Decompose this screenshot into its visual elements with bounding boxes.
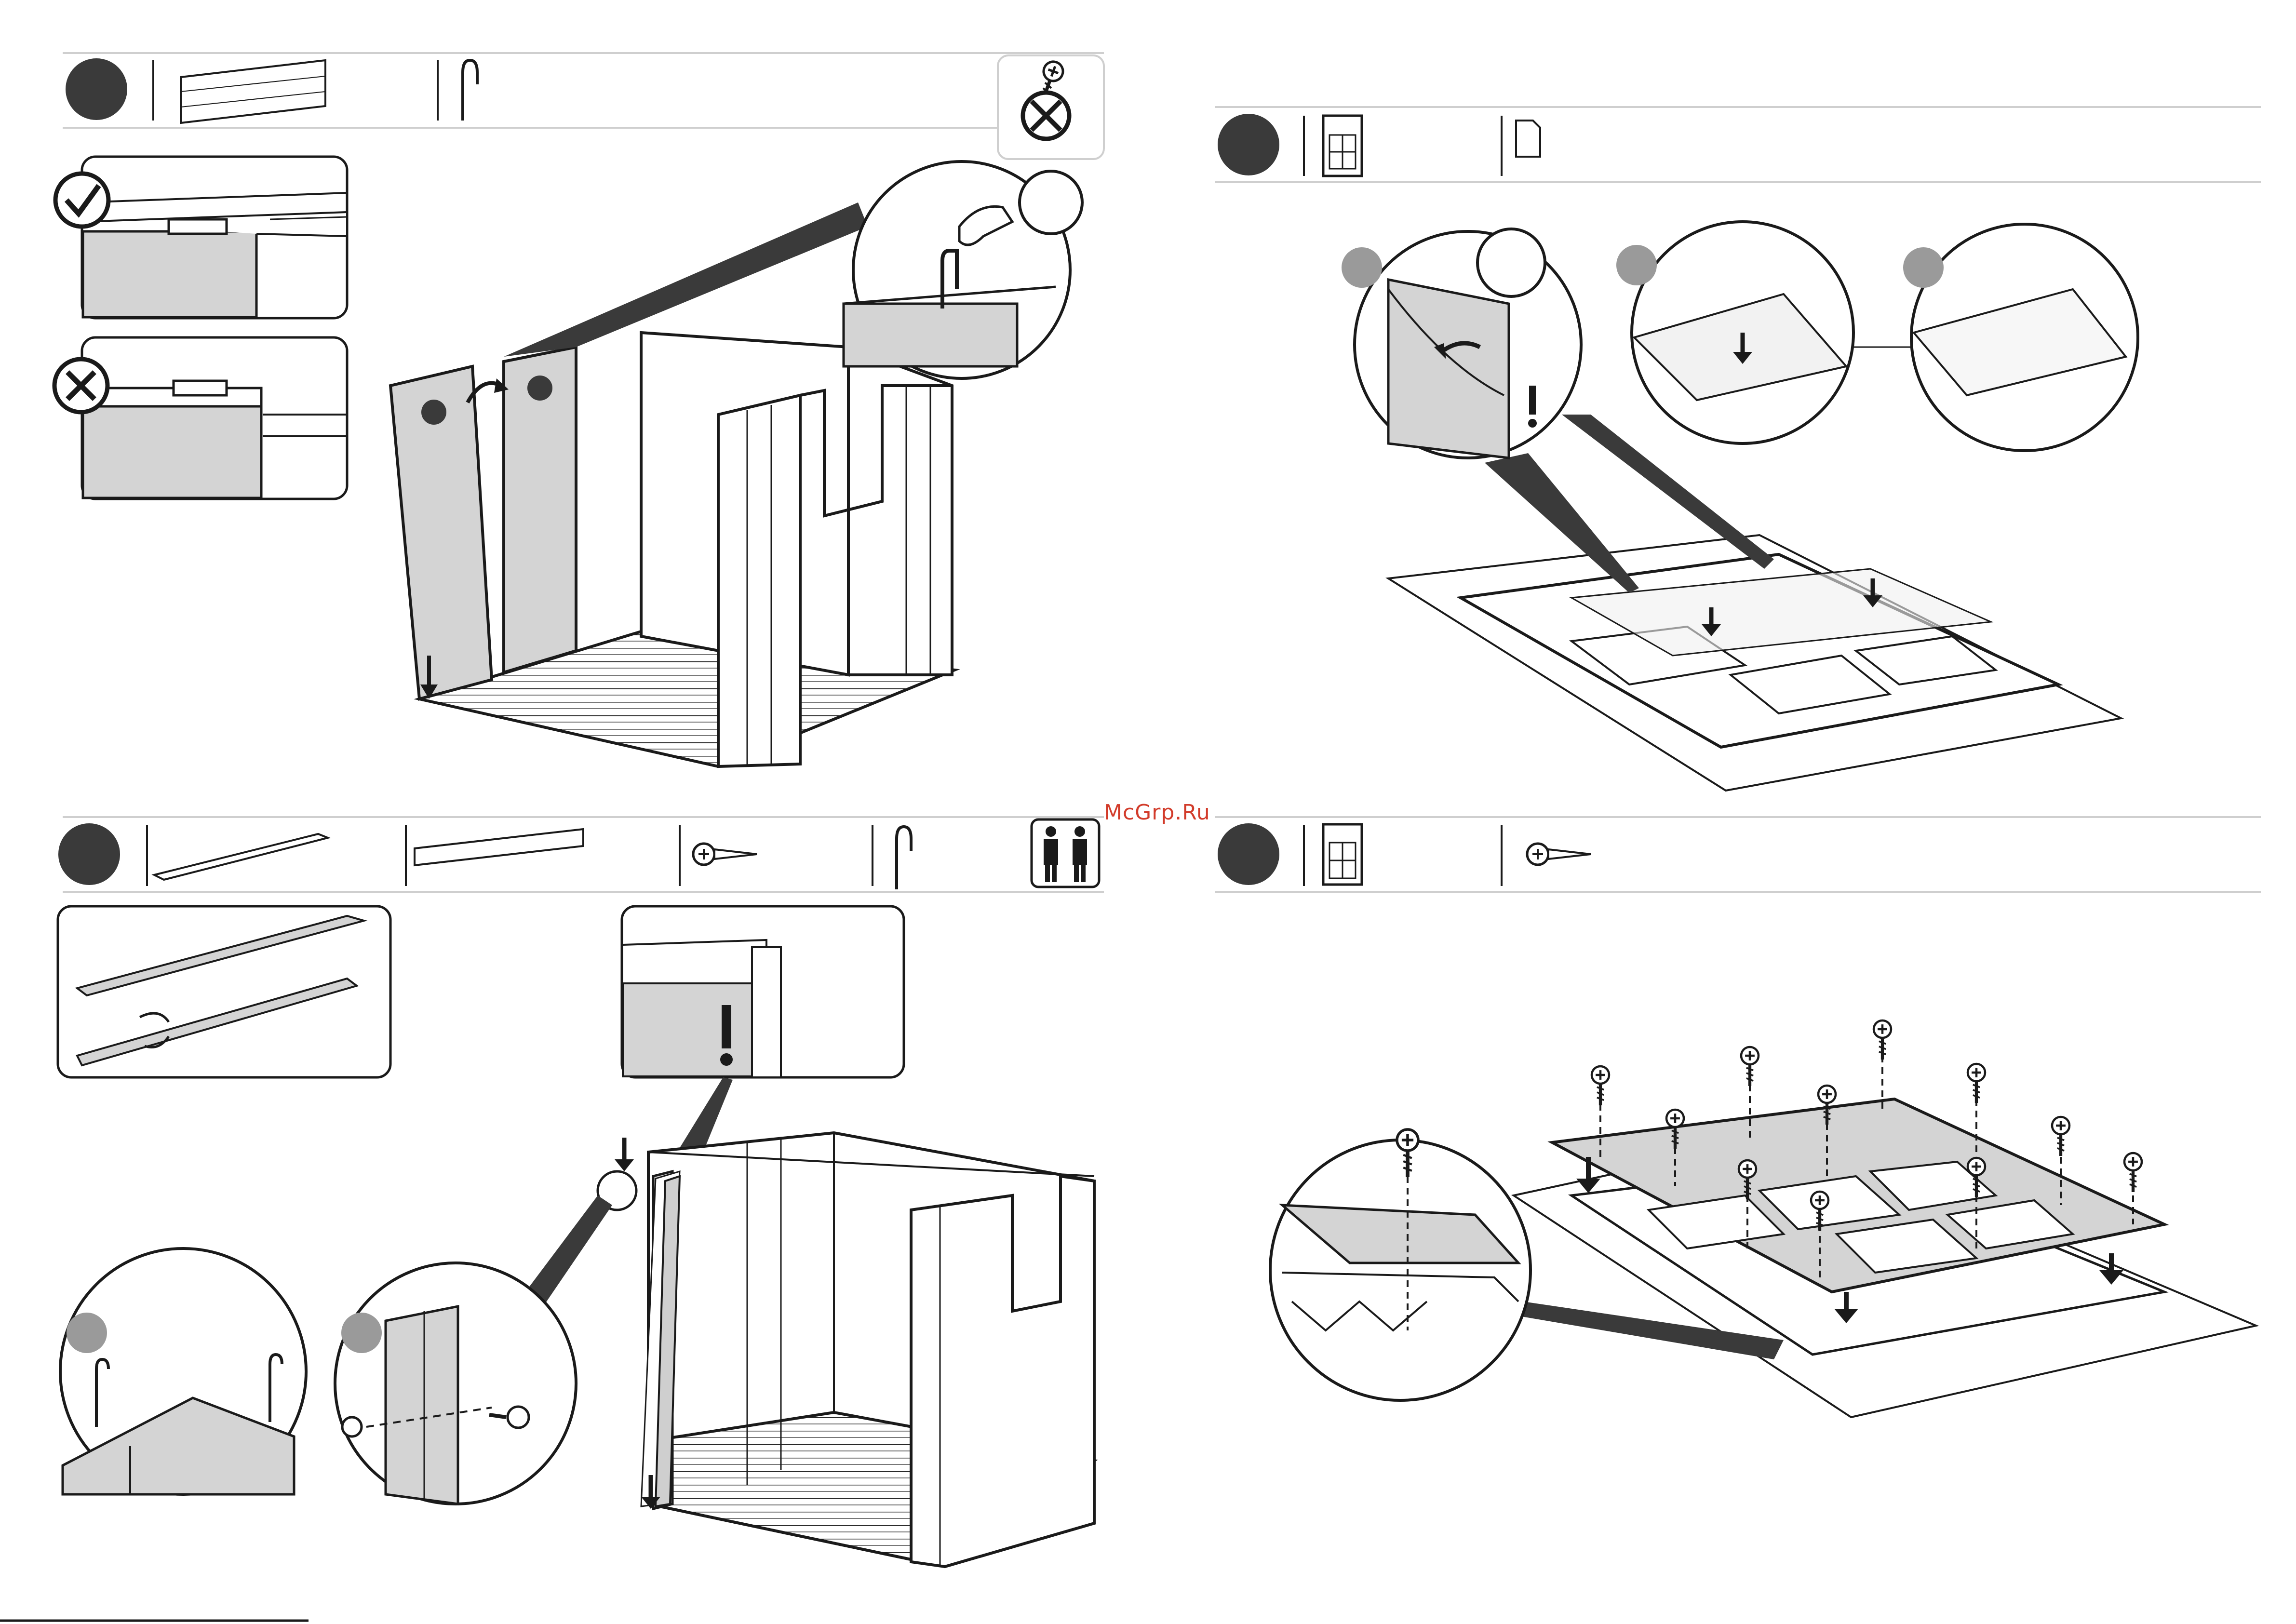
down-arrow-icon [615,1159,634,1171]
step-d-badge [1218,823,1279,885]
roof-strip-part-icon [154,834,328,880]
pin-clip-part-icon [897,827,911,889]
correct-fit-detail [82,157,347,318]
cross-icon [54,359,107,412]
clip-zoom-detail [844,161,1082,378]
step-b-badge [1218,114,1279,175]
warning-icon-frame [1477,229,1545,296]
peel-film-detail [1342,229,1581,458]
shed-walls-with-roof-edge [648,1133,1094,1567]
step-c-badge [58,823,120,885]
warning-icon [722,1005,731,1048]
place-film-detail [1616,222,1853,443]
warning-icon [1529,386,1536,415]
check-icon [55,174,108,227]
two-person-icon [1032,819,1099,887]
panel-1 [390,366,492,699]
down-arrow-icon [1576,1179,1600,1193]
step-b [1215,107,2261,791]
step-a-badge [66,58,127,120]
step-c [58,817,1104,1567]
watermark-text: McGrp.Ru [1104,800,1210,825]
film-sheet-part-icon [1516,121,1540,157]
beam-part-icon [415,829,583,865]
step-d [1215,817,2261,1417]
strip-orientation-detail [58,906,390,1077]
no-screw-icon [998,55,1104,159]
window-frame-part-icon [1323,824,1362,885]
wall-panel-part-icon [181,60,325,123]
film-done-detail [1903,224,2138,451]
wrong-fit-detail [82,337,347,499]
step-a [54,53,1104,766]
joint-warning-detail [622,906,904,1077]
panel-2 [504,347,576,672]
frame-screw-detail [1270,1129,1531,1400]
screw-part-icon [693,844,757,865]
window-frame-part-icon [1323,116,1362,176]
screw-part-icon [1527,844,1591,865]
pin-clip-part-icon [463,60,477,121]
window-frame [1461,554,2058,747]
screw-fix-detail [335,1263,576,1504]
clip-insert-detail [60,1248,306,1494]
